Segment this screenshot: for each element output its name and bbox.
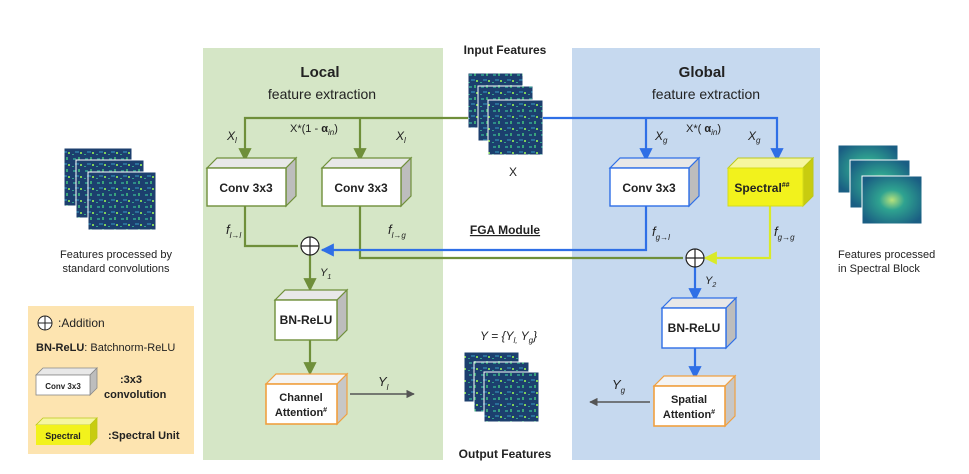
svg-text:BN-ReLU: BN-ReLU [668, 321, 721, 335]
output-feature-stack [463, 351, 540, 423]
conv-local-2-block: Conv 3x3 [320, 156, 413, 208]
local-title: Local [300, 64, 339, 81]
label-x-alpha-local: X*(1 - αin) [290, 123, 338, 137]
legend-spectral-box: Spectral [35, 417, 98, 446]
legend-bn-relu: BN-ReLU: Batchnorm-ReLU [36, 342, 175, 354]
label-y1: Y1 [320, 267, 331, 281]
addition-icon [685, 248, 705, 268]
label-xg-2: Xg [747, 129, 761, 145]
conv-local-1-block: Conv 3x3 [205, 156, 298, 208]
input-feature-stack [467, 72, 544, 156]
spatial-attention-block: Spatial Attention# [652, 374, 737, 428]
label-xl-right: Xl [395, 129, 406, 145]
channel-attention-block: Channel Attention# [264, 372, 349, 426]
local-subtitle: feature extraction [268, 86, 376, 102]
standard-conv-feature-stack [63, 147, 157, 231]
legend-conv-box: Conv 3x3 [35, 367, 98, 396]
right-caption-2: in Spectral Block [838, 263, 920, 275]
svg-text:Channel: Channel [279, 392, 322, 404]
left-caption-2: standard convolutions [62, 263, 170, 275]
label-f-ll: fl→l [226, 222, 241, 240]
input-x-label: X [509, 165, 517, 179]
legend-conv-desc-1: :3x3 [120, 374, 142, 386]
addition-icon [37, 315, 53, 331]
svg-text:Attention#: Attention# [275, 407, 327, 419]
svg-text:Spectral: Spectral [45, 431, 81, 441]
spectral-connection [703, 200, 772, 265]
label-yl: Yl [378, 374, 389, 392]
bn-relu-global-block: BN-ReLU [660, 296, 738, 350]
label-x-alpha-global: X*( αin) [686, 123, 721, 137]
label-yg: Yg [612, 377, 626, 395]
conv-global-block: Conv 3x3 [608, 156, 701, 208]
legend-addition: :Addition [58, 316, 105, 330]
output-features-label: Output Features [459, 447, 552, 461]
svg-text:Conv 3x3: Conv 3x3 [219, 181, 273, 195]
addition-icon [300, 236, 320, 256]
svg-text:Spectral##: Spectral## [734, 181, 789, 195]
left-caption-1: Features processed by [60, 249, 172, 261]
spectral-feature-stack [837, 144, 923, 225]
label-f-gg: fg→g [774, 224, 795, 242]
svg-text:Conv 3x3: Conv 3x3 [622, 181, 676, 195]
y-equation: Y = {Yl, Yg} [480, 329, 537, 345]
global-subtitle: feature extraction [652, 86, 760, 102]
legend-conv-desc-2: convolution [104, 389, 167, 401]
svg-text:Conv 3x3: Conv 3x3 [334, 181, 388, 195]
svg-text:BN-ReLU: BN-ReLU [280, 313, 333, 327]
legend: :Addition BN-ReLU: Batchnorm-ReLU Conv 3… [28, 306, 194, 454]
output-connections [350, 389, 650, 407]
global-connections [320, 116, 784, 380]
bn-relu-local-block: BN-ReLU [273, 288, 349, 342]
fga-module-label: FGA Module [470, 223, 541, 237]
svg-text:Spatial: Spatial [671, 394, 707, 406]
label-xg-1: Xg [654, 129, 668, 145]
label-f-lg: fl→g [388, 222, 406, 240]
label-y2: Y2 [705, 275, 716, 289]
label-xl-left: Xl [226, 129, 237, 145]
global-title: Global [679, 64, 726, 81]
svg-text:Attention#: Attention# [663, 409, 715, 421]
local-connections [238, 116, 683, 376]
right-caption-1: Features processed [838, 249, 935, 261]
legend-spectral-desc: :Spectral Unit [108, 430, 180, 442]
label-f-gl: fg→l [652, 224, 670, 242]
input-features-label: Input Features [464, 43, 547, 57]
svg-text:Conv 3x3: Conv 3x3 [45, 382, 81, 391]
spectral-block: Spectral## [726, 156, 815, 208]
